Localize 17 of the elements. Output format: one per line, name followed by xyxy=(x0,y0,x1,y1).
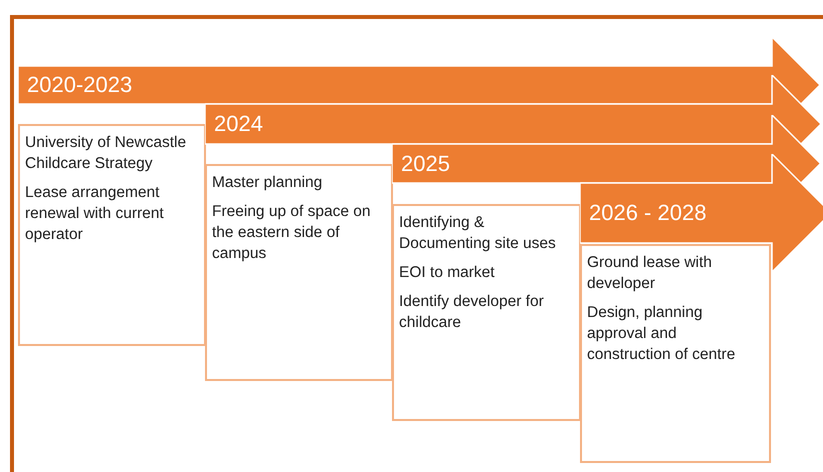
milestone-text: Master planning xyxy=(212,173,324,193)
milestone-text: EOI to market xyxy=(399,263,496,283)
milestone-text: Design, planning approval and construction of centre xyxy=(587,303,736,365)
milestone-text: Identifying & Documenting site uses xyxy=(399,213,557,254)
milestone-box xyxy=(580,244,771,463)
year-heading: 2025 xyxy=(401,152,450,174)
year-heading: 2026 - 2028 xyxy=(589,202,706,224)
milestone-text: Lease arrangement renewal with current operator xyxy=(25,183,165,245)
milestone-text: Ground lease with developer xyxy=(587,253,713,294)
milestone-box xyxy=(205,164,393,381)
year-heading: 2024 xyxy=(214,113,263,135)
milestone-text: University of Newcastle Childcare Strategy xyxy=(25,133,188,174)
year-heading: 2020-2023 xyxy=(27,74,132,96)
milestone-box xyxy=(392,204,581,421)
milestone-text: Freeing up of space on the eastern side of campus xyxy=(212,202,372,264)
milestone-text: Identify developer for childcare xyxy=(399,292,545,333)
milestone-box xyxy=(18,124,206,346)
